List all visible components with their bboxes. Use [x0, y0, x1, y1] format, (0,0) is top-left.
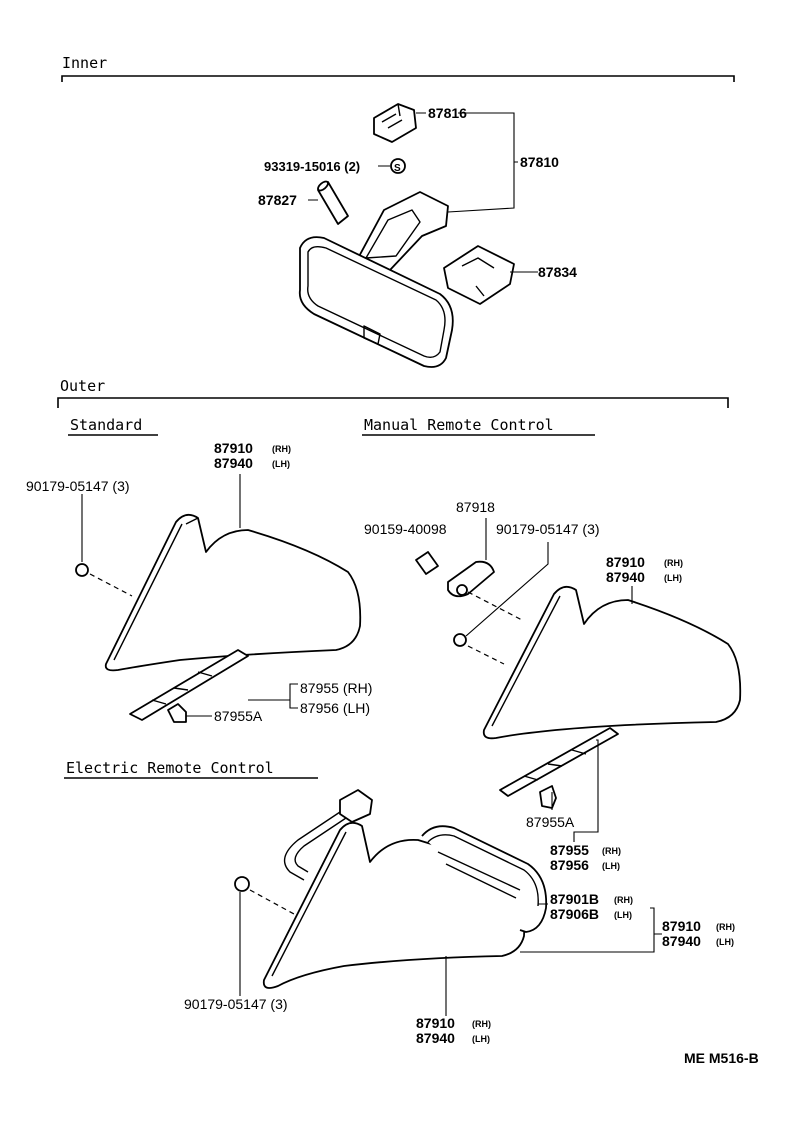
label-std-87956: 87956 (LH) — [300, 700, 370, 716]
label-man-87918: 87918 — [456, 499, 495, 515]
label-std-87955a: 87955A — [214, 708, 263, 724]
electric-mirror-illustration — [234, 789, 548, 989]
inner-mirror-illustration — [298, 103, 515, 368]
label-87810: 87810 — [520, 154, 559, 170]
section-inner-bracket — [61, 75, 735, 82]
tag-man-g-rh: (RH) — [602, 846, 621, 856]
tag-man-g-lh: (LH) — [602, 861, 620, 871]
label-std-87955: 87955 (RH) — [300, 680, 372, 696]
label-man-87955: 87955 — [550, 842, 589, 858]
section-standard-label: Standard — [70, 416, 142, 434]
label-ele-87910-sub: 87910 — [662, 918, 701, 934]
label-ele-87910: 87910 — [416, 1015, 455, 1031]
section-electric-label: Electric Remote Control — [66, 759, 274, 777]
tag-ele-lh: (LH) — [472, 1034, 490, 1044]
label-man-87910: 87910 — [606, 554, 645, 570]
diagram-code: ME M516-B — [684, 1050, 759, 1066]
standard-leaders — [81, 474, 298, 717]
standard-dash — [89, 573, 133, 597]
tag-man-lh: (LH) — [664, 573, 682, 583]
label-std-87910: 87910 — [214, 440, 253, 456]
label-ele-87901b: 87901B — [550, 891, 599, 907]
inner-leaders-87810 — [416, 112, 518, 213]
label-man-87940: 87940 — [606, 569, 645, 585]
tag-ele-glass-rh: (RH) — [614, 895, 633, 905]
tag-ele-glass-lh: (LH) — [614, 910, 632, 920]
section-manual-label: Manual Remote Control — [364, 416, 554, 434]
manual-mirror-illustration — [415, 551, 742, 809]
label-87827: 87827 — [258, 192, 297, 208]
electric-leaders — [239, 892, 662, 1016]
inner-leaders — [308, 165, 538, 273]
section-outer-bracket — [57, 397, 729, 408]
standard-mirror-illustration — [75, 513, 362, 723]
label-87834: 87834 — [538, 264, 577, 280]
label-std-90179: 90179-05147 (3) — [26, 478, 130, 494]
label-std-87940: 87940 — [214, 455, 253, 471]
label-ele-87906b: 87906B — [550, 906, 599, 922]
label-man-87955a: 87955A — [526, 814, 575, 830]
label-man-90159: 90159-40098 — [364, 521, 447, 537]
tag-ele-sub-lh: (LH) — [716, 937, 734, 947]
label-87816: 87816 — [428, 105, 467, 121]
electric-dash — [249, 889, 295, 915]
tag-std-rh: (RH) — [272, 444, 291, 454]
tag-ele-sub-rh: (RH) — [716, 922, 735, 932]
manual-leaders — [465, 518, 633, 842]
label-man-90179: 90179-05147 (3) — [496, 521, 600, 537]
label-ele-87940: 87940 — [416, 1030, 455, 1046]
section-inner-label: Inner — [62, 54, 107, 72]
label-ele-87940-sub: 87940 — [662, 933, 701, 949]
label-93319-15016: 93319-15016 (2) — [264, 159, 360, 174]
tag-man-rh: (RH) — [664, 558, 683, 568]
section-outer-label: Outer — [60, 377, 105, 395]
manual-dash — [467, 591, 523, 665]
screw-symbol: S — [394, 163, 401, 174]
tag-ele-rh: (RH) — [472, 1019, 491, 1029]
label-man-87956: 87956 — [550, 857, 589, 873]
label-ele-90179: 90179-05147 (3) — [184, 996, 288, 1012]
tag-std-lh: (LH) — [272, 459, 290, 469]
